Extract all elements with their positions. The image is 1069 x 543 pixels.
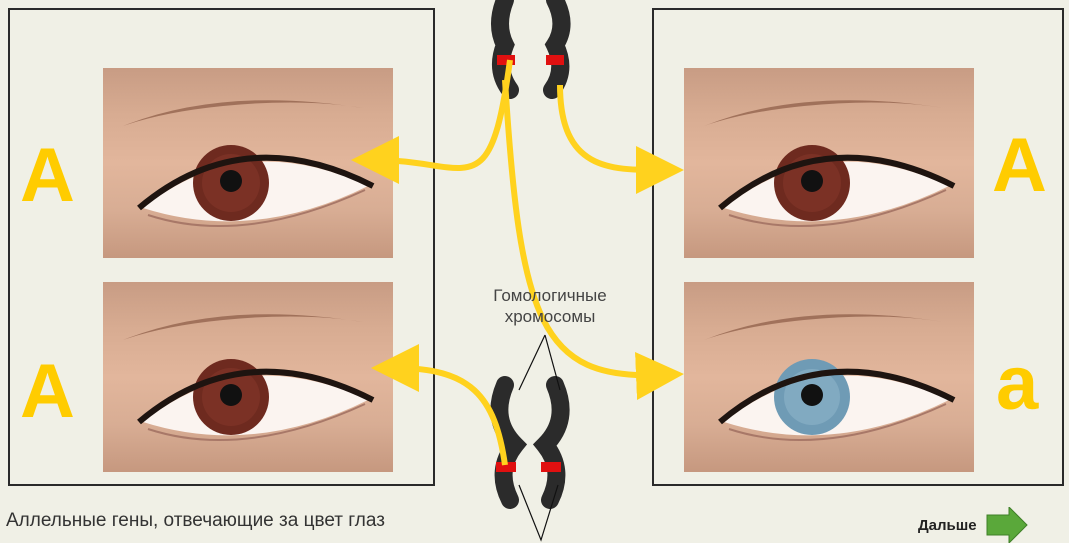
chromosome-icon: [496, 385, 516, 500]
eye-image-brown: [103, 68, 393, 258]
allele-letter-right-bottom: a: [996, 346, 1038, 422]
homologous-chromosomes-label: Гомологичные хромосомы: [455, 285, 645, 327]
arrow-cross-right: [505, 80, 660, 375]
next-button[interactable]: Дальше: [918, 510, 1029, 540]
left-panel: A A: [8, 8, 435, 486]
allele-letter-left-top: A: [20, 138, 75, 214]
eye-image-brown: [103, 282, 393, 472]
chromosome-icon: [546, 0, 564, 90]
chromosome-icon: [497, 0, 515, 90]
allelic-genes-caption: Аллельные гены, отвечающие за цвет глаз: [6, 510, 385, 532]
arrow-top-right: [560, 85, 660, 170]
label-pointer-lines: [519, 335, 560, 540]
right-panel: A a: [652, 8, 1064, 486]
allele-letter-right-top: A: [992, 128, 1047, 204]
eye-image-brown: [684, 68, 974, 258]
allele-letter-left-bottom: A: [20, 354, 75, 430]
next-label: Дальше: [918, 517, 977, 534]
eye-image-blue: [684, 282, 974, 472]
next-arrow-icon: [985, 507, 1029, 543]
chromosome-icon: [541, 385, 561, 500]
